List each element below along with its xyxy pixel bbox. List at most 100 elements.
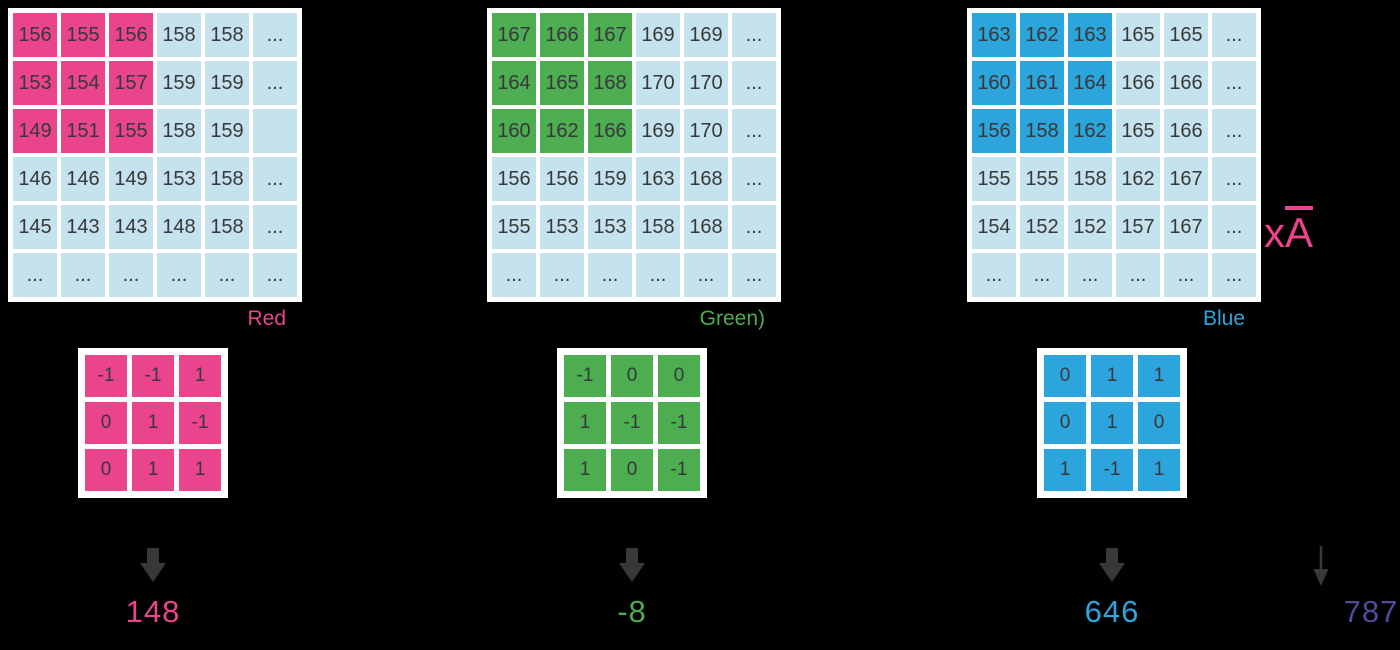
green-pixel-cell: ...: [588, 253, 632, 297]
blue-pixel-cell: 162: [1068, 109, 1112, 153]
red-pixel-cell: ...: [253, 61, 297, 105]
blue-kernel-cell: 1: [1138, 355, 1180, 397]
blue-pixel-cell: 162: [1020, 13, 1064, 57]
red-pixel-cell: 159: [157, 61, 201, 105]
blue-pixel-cell: ...: [1212, 109, 1256, 153]
blue-pixel-cell: ...: [1212, 157, 1256, 201]
green-kernel-cell: -1: [658, 402, 700, 444]
red-pixel-cell: 145: [13, 205, 57, 249]
red-pixel-cell: 158: [205, 13, 249, 57]
red-kernel-cell: 0: [85, 402, 127, 444]
red-conv-result: 148: [125, 594, 181, 629]
blue-pixel-cell: 158: [1020, 109, 1064, 153]
sum-down-arrow-icon: [1313, 546, 1329, 586]
green-pixel-cell: ...: [732, 253, 776, 297]
red-pixel-cell: 158: [157, 109, 201, 153]
red-kernel-cell: 0: [85, 449, 127, 491]
annotation-a-bar: A: [1285, 206, 1314, 255]
red-pixel-cell: 155: [109, 109, 153, 153]
blue-kernel-cell: 1: [1091, 402, 1133, 444]
blue-pixel-cell: 156: [972, 109, 1016, 153]
green-pixel-cell: 166: [540, 13, 584, 57]
blue-channel-label: Blue: [1202, 307, 1245, 330]
green-pixel-cell: 168: [588, 61, 632, 105]
green-down-arrow-icon: [619, 548, 645, 582]
blue-kernel-cell: 1: [1138, 449, 1180, 491]
red-kernel-cell: 1: [179, 355, 221, 397]
blue-pixel-cell: 155: [972, 157, 1016, 201]
green-kernel-cell: 0: [611, 449, 653, 491]
green-pixel-cell: 169: [636, 109, 680, 153]
red-pixel-cell: 149: [109, 157, 153, 201]
green-pixel-cell: 168: [684, 157, 728, 201]
red-pixel-cell: 158: [157, 13, 201, 57]
blue-pixel-cell: 152: [1020, 205, 1064, 249]
blue-pixel-cell: 166: [1164, 109, 1208, 153]
blue-pixel-cell: 164: [1068, 61, 1112, 105]
green-pixel-cell: 158: [636, 205, 680, 249]
blue-kernel-cell: 0: [1044, 355, 1086, 397]
red-kernel-cell: -1: [132, 355, 174, 397]
blue-kernel-cell: 1: [1044, 449, 1086, 491]
red-pixel-cell: ...: [61, 253, 105, 297]
green-channel-label: Green): [699, 307, 765, 330]
blue-kernel-cell: 0: [1138, 402, 1180, 444]
blue-pixel-cell: 162: [1116, 157, 1160, 201]
red-kernel-cell: 1: [132, 402, 174, 444]
green-kernel-cell: 1: [564, 402, 606, 444]
blue-kernel-cell: 1: [1091, 355, 1133, 397]
blue-pixel-cell: ...: [1116, 253, 1160, 297]
red-channel-label: Red: [247, 307, 286, 330]
red-pixel-cell: 149: [13, 109, 57, 153]
green-pixel-cell: 162: [540, 109, 584, 153]
green-pixel-cell: ...: [732, 157, 776, 201]
blue-pixel-cell: 163: [972, 13, 1016, 57]
green-pixel-cell: 153: [540, 205, 584, 249]
green-pixel-cell: 163: [636, 157, 680, 201]
red-pixel-cell: ...: [253, 205, 297, 249]
green-arrow-result: -8: [557, 548, 707, 630]
blue-pixel-cell: 155: [1020, 157, 1064, 201]
blue-pixel-cell: ...: [972, 253, 1016, 297]
red-kernel-cell: -1: [85, 355, 127, 397]
red-pixel-cell: 153: [157, 157, 201, 201]
blue-kernel-cell: -1: [1091, 449, 1133, 491]
red-pixel-cell: ...: [205, 253, 249, 297]
green-pixel-cell: ...: [492, 253, 536, 297]
red-pixel-cell: 146: [61, 157, 105, 201]
blue-pixel-cell: 161: [1020, 61, 1064, 105]
red-pixel-cell: 157: [109, 61, 153, 105]
red-pixel-cell: 156: [13, 13, 57, 57]
green-pixel-cell: 153: [588, 205, 632, 249]
blue-pixel-cell: ...: [1164, 253, 1208, 297]
red-pixel-cell: ...: [157, 253, 201, 297]
red-pixel-cell: ...: [13, 253, 57, 297]
green-pixel-cell: 156: [540, 157, 584, 201]
red-pixel-cell: [253, 109, 297, 153]
blue-pixel-cell: ...: [1020, 253, 1064, 297]
red-pixel-cell: ...: [253, 253, 297, 297]
green-pixel-cell: 170: [684, 61, 728, 105]
red-pixel-cell: 153: [13, 61, 57, 105]
blue-pixel-cell: 166: [1164, 61, 1208, 105]
blue-pixel-cell: ...: [1068, 253, 1112, 297]
blue-pixel-cell: ...: [1212, 205, 1256, 249]
red-kernel-cell: 1: [132, 449, 174, 491]
red-pixel-cell: 154: [61, 61, 105, 105]
red-pixel-cell: ...: [109, 253, 153, 297]
blue-pixel-cell: 166: [1116, 61, 1160, 105]
green-pixel-cell: 167: [588, 13, 632, 57]
red-arrow-result: 148: [78, 548, 228, 630]
green-pixel-cell: 160: [492, 109, 536, 153]
green-pixel-cell: 168: [684, 205, 728, 249]
red-pixel-cell: 143: [109, 205, 153, 249]
green-pixel-cell: 169: [636, 13, 680, 57]
blue-pixel-cell: 167: [1164, 205, 1208, 249]
blue-pixel-cell: 160: [972, 61, 1016, 105]
